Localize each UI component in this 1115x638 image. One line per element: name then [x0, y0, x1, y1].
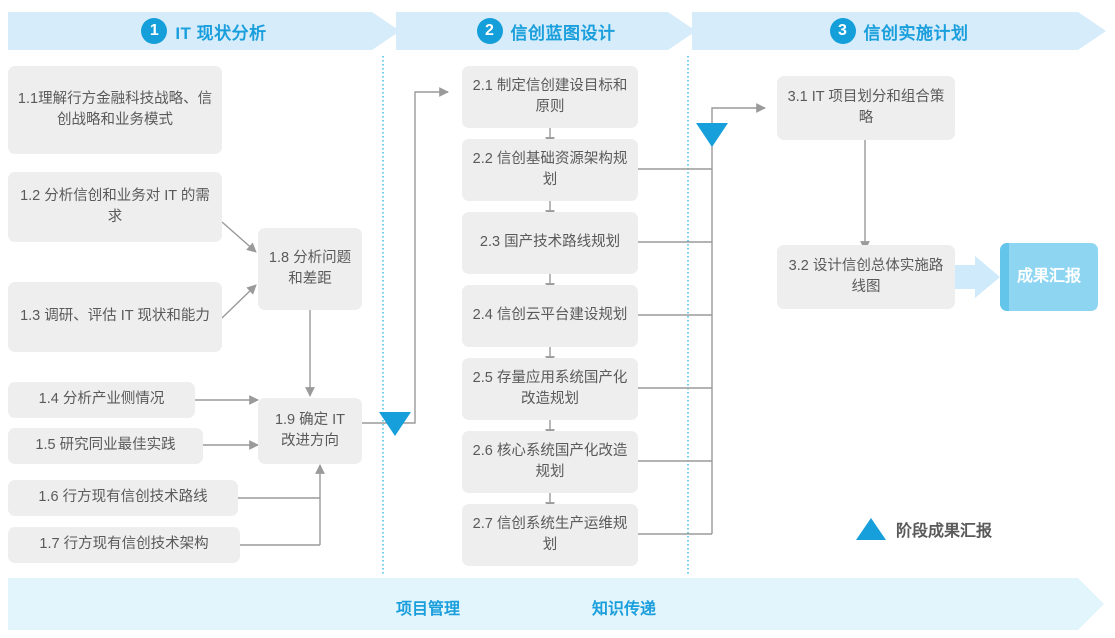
process-box-2-6[interactable]: 2.6 核心系统国产化改造规划	[462, 431, 638, 493]
connector-bus-to-3-1	[711, 103, 766, 534]
process-box-1-6[interactable]: 1.6 行方现有信创技术路线	[8, 480, 238, 516]
band-label-knowledge-transfer: 知识传递	[592, 601, 657, 618]
legend-label: 阶段成果汇报	[896, 523, 993, 540]
band-label-project-management: 项目管理	[396, 601, 461, 618]
process-box-1-4[interactable]: 1.4 分析产业侧情况	[8, 382, 195, 418]
result-arrow-icon	[942, 256, 1000, 298]
bottom-band-shape	[8, 578, 1104, 630]
milestone-triangle-phase-2	[696, 123, 728, 147]
process-box-3-1[interactable]: 3.1 IT 项目划分和组合策略	[777, 76, 955, 140]
phase-header-2[interactable]: 2 信创蓝图设计	[396, 12, 696, 50]
process-box-1-7[interactable]: 1.7 行方现有信创技术架构	[8, 527, 240, 563]
process-box-2-2[interactable]: 2.2 信创基础资源架构规划	[462, 139, 638, 201]
milestone-triangle-phase-1	[379, 412, 411, 436]
phase-header-3[interactable]: 3 信创实施计划	[692, 12, 1106, 50]
process-box-2-3[interactable]: 2.3 国产技术路线规划	[462, 212, 638, 274]
process-box-1-9[interactable]: 1.9 确定 IT 改进方向	[258, 398, 362, 464]
process-box-1-1[interactable]: 1.1理解行方金融科技战略、信创战略和业务模式	[8, 66, 222, 154]
phase-number-1: 1	[141, 18, 168, 44]
process-box-1-2[interactable]: 1.2 分析信创和业务对 IT 的需求	[8, 172, 222, 242]
connector-1-2-to-1-8	[221, 221, 257, 253]
result-report-label: 成果汇报	[1016, 268, 1081, 286]
phase-header-1[interactable]: 1 IT 现状分析	[8, 12, 400, 50]
phase-label-1: IT 现状分析	[175, 23, 267, 43]
process-box-1-5[interactable]: 1.5 研究同业最佳实践	[8, 428, 203, 464]
triangle-milestone-icon	[856, 518, 886, 540]
phase-banner-1	[8, 12, 400, 50]
process-box-1-8[interactable]: 1.8 分析问题和差距	[258, 228, 362, 310]
process-box-2-1[interactable]: 2.1 制定信创建设目标和原则	[462, 66, 638, 128]
connector-1-9-to-2-1	[362, 87, 449, 424]
phase-number-2: 2	[476, 18, 503, 44]
legend-milestone: 阶段成果汇报	[856, 517, 992, 541]
process-box-2-7[interactable]: 2.7 信创系统生产运维规划	[462, 504, 638, 566]
process-box-2-4[interactable]: 2.4 信创云平台建设规划	[462, 285, 638, 347]
process-box-2-5[interactable]: 2.5 存量应用系统国产化改造规划	[462, 358, 638, 420]
process-box-3-2[interactable]: 3.2 设计信创总体实施路线图	[777, 245, 955, 309]
result-report-button[interactable]: 成果汇报	[1000, 243, 1098, 311]
phase-label-3: 信创实施计划	[863, 23, 969, 43]
phase-number-3: 3	[829, 18, 856, 44]
phase-banner-3	[692, 12, 1106, 50]
phase-banner-2	[396, 12, 696, 50]
process-box-1-3[interactable]: 1.3 调研、评估 IT 现状和能力	[8, 282, 222, 352]
connector-1-3-to-1-8	[221, 284, 257, 319]
phase-label-2: 信创蓝图设计	[510, 23, 616, 43]
